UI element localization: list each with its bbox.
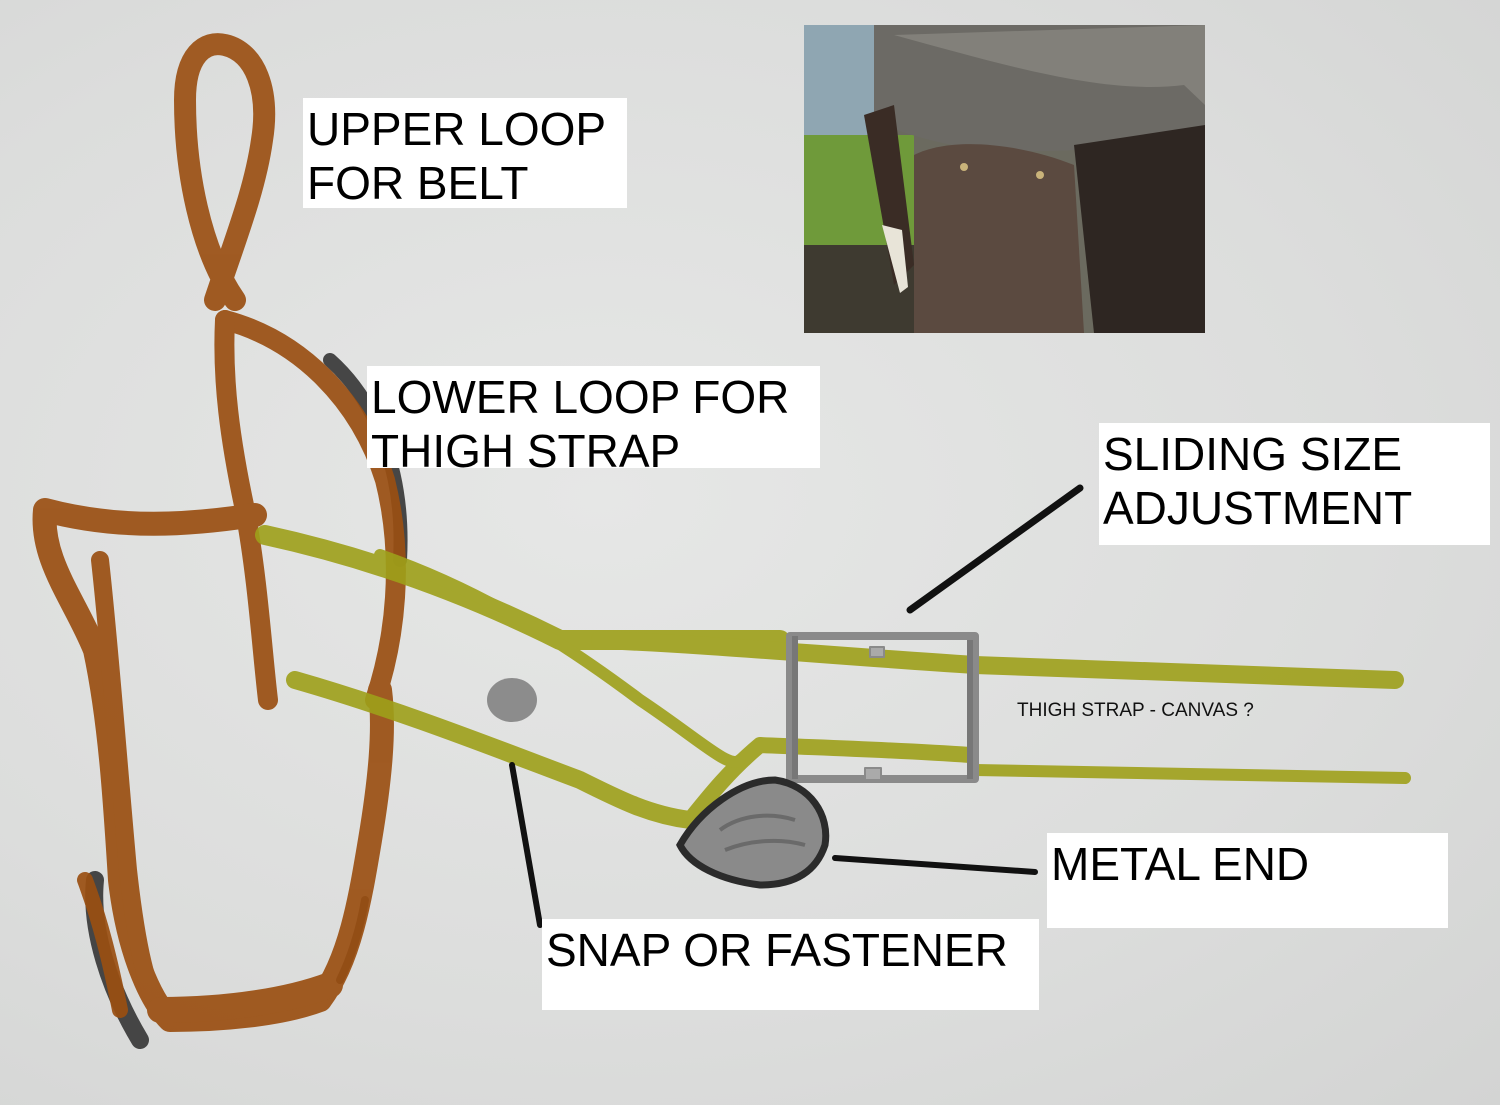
label-snap-fastener-text: SNAP OR FASTENER — [546, 924, 1008, 976]
label-lower-loop: LOWER LOOP FOR THIGH STRAP — [367, 366, 820, 477]
leader-lines — [509, 484, 1084, 928]
label-lower-loop-line1: LOWER LOOP FOR — [371, 371, 790, 423]
label-lower-loop-line2: THIGH STRAP — [371, 425, 681, 477]
upper-belt-loop — [174, 33, 276, 311]
strap-fold — [682, 737, 978, 828]
label-metal-end-text: METAL END — [1051, 838, 1310, 890]
leader-metal-end — [832, 855, 1038, 875]
strap-cross — [374, 549, 746, 768]
label-snap-fastener: SNAP OR FASTENER — [542, 919, 1039, 1010]
strap-lower-length — [286, 671, 699, 829]
label-sliding-size-line1: SLIDING SIZE — [1103, 428, 1403, 480]
label-thigh-strap: THIGH STRAP - CANVAS ? — [1017, 700, 1254, 721]
strap-lower-run — [969, 764, 1411, 784]
label-upper-loop-line1: UPPER LOOP — [307, 103, 607, 155]
label-sliding-size: SLIDING SIZE ADJUSTMENT — [1099, 423, 1490, 545]
leader-sliding-size — [906, 484, 1084, 614]
snap-fastener — [487, 678, 537, 722]
label-metal-end: METAL END — [1047, 833, 1448, 928]
metal-end-tip — [676, 776, 830, 889]
label-upper-loop-line2: FOR BELT — [307, 157, 529, 209]
leader-snap — [509, 762, 543, 928]
label-sliding-size-line2: ADJUSTMENT — [1103, 482, 1413, 534]
strap-upper-run — [591, 631, 1404, 689]
label-upper-loop: UPPER LOOP FOR BELT — [303, 98, 627, 209]
reference-photo — [804, 25, 1205, 333]
leather-sheath — [32, 33, 406, 1032]
lower-thigh-loop — [215, 310, 406, 710]
sliding-buckle — [786, 632, 979, 783]
